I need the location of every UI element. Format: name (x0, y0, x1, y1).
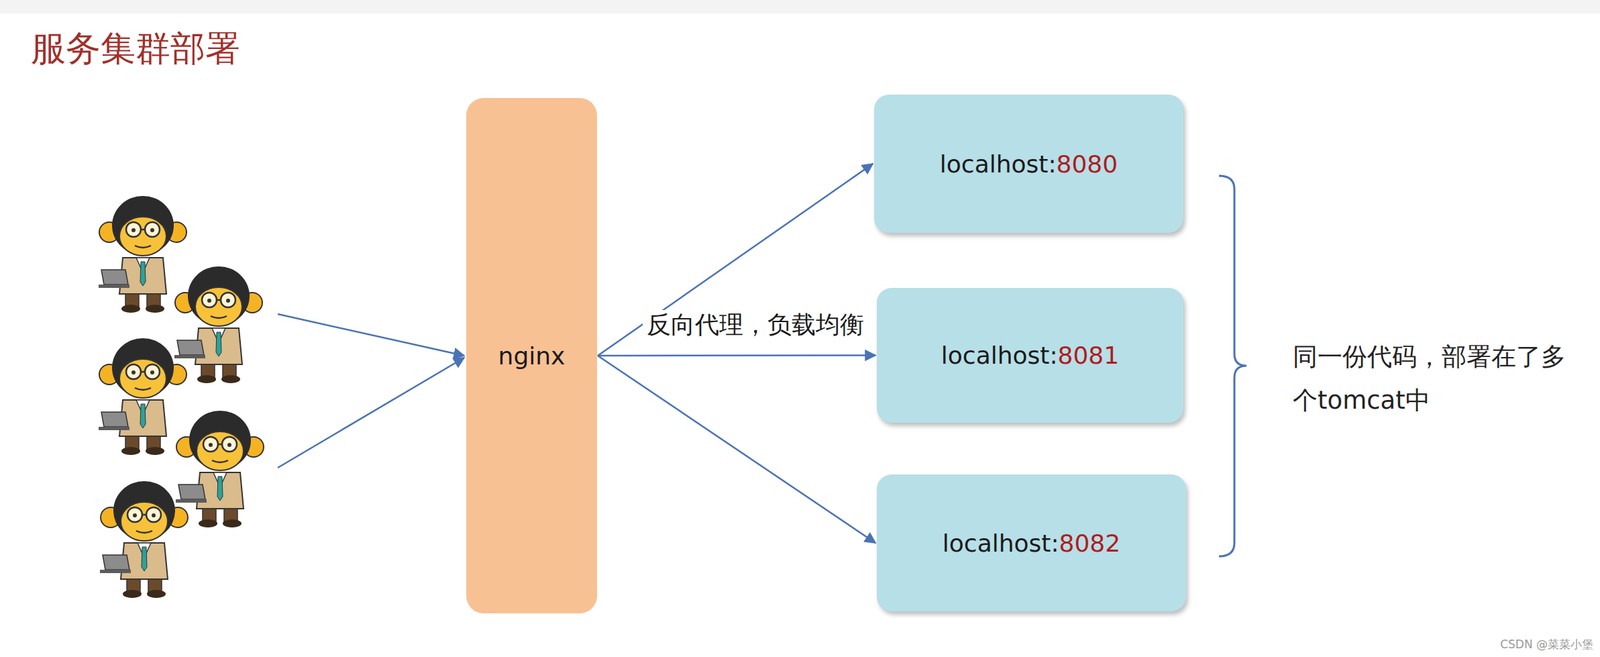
server-box: localhost:8082 (876, 474, 1187, 612)
group-bracket (1218, 175, 1247, 557)
server-box: localhost:8081 (876, 287, 1184, 423)
proxy-arrow (597, 163, 873, 356)
host-part: localhost: (939, 150, 1057, 178)
user-figure (98, 195, 187, 313)
request-arrow (277, 313, 465, 356)
page-title: 服务集群部署 (30, 25, 241, 73)
edge-label: 反向代理，负载均衡 (642, 309, 869, 339)
port-number: 8081 (1057, 341, 1120, 369)
server-address: localhost:8082 (942, 529, 1121, 557)
user-figure (175, 410, 264, 528)
port-number: 8082 (1059, 529, 1122, 557)
watermark: CSDN @菜菜小堡 (1500, 637, 1594, 651)
user-figure (99, 481, 188, 598)
proxy-name: nginx (498, 342, 566, 370)
user-figure (98, 338, 187, 455)
server-box: localhost:8080 (874, 94, 1184, 233)
user-figure (174, 266, 263, 384)
note-text: 同一份代码，部署在了多个tomcat中 (1292, 335, 1582, 423)
proxy-arrow (597, 354, 876, 357)
proxy-box: nginx (466, 97, 598, 614)
host-part: localhost: (941, 341, 1058, 369)
top-strip (0, 0, 1600, 14)
server-address: localhost:8080 (939, 150, 1118, 178)
port-number: 8080 (1056, 150, 1119, 178)
proxy-arrow (597, 355, 876, 543)
request-arrow (277, 357, 465, 468)
host-part: localhost: (942, 529, 1060, 557)
server-address: localhost:8081 (941, 341, 1119, 369)
